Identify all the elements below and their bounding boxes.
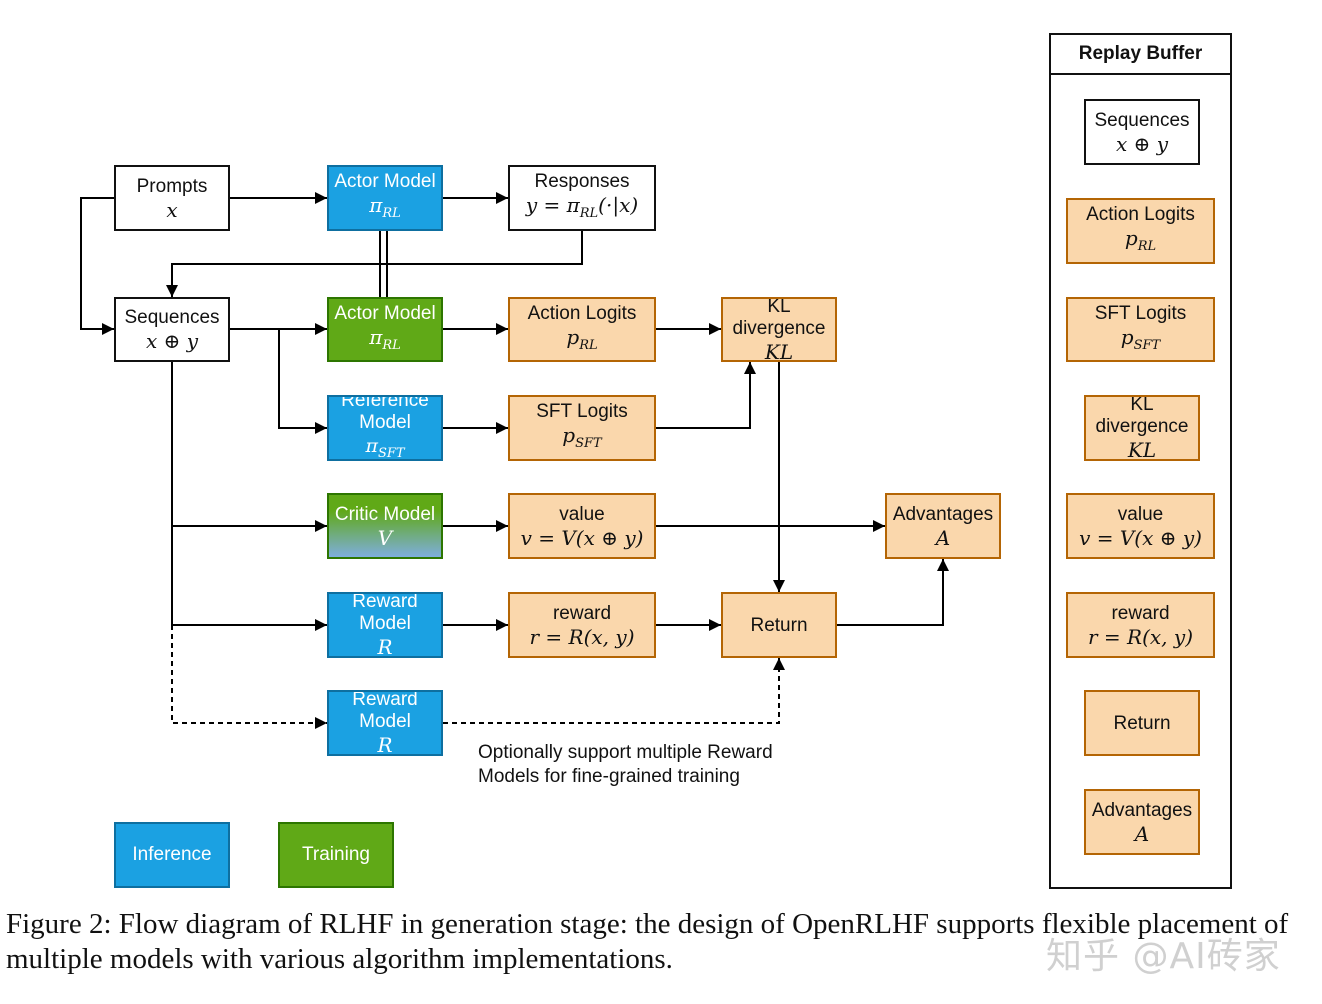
value-node: value v = V(x ⊕ y) xyxy=(508,493,656,559)
rb-action-logits: Action Logits pRL xyxy=(1066,198,1215,264)
reference-model-node: Reference Model πSFT xyxy=(327,395,443,461)
advantages-label: Advantages xyxy=(892,503,994,525)
rb-kl-label-line1: KL xyxy=(1130,395,1154,415)
reward-model-label-line2: Model xyxy=(359,613,411,634)
reward-model-2-label-line2: Model xyxy=(359,711,411,732)
rb-reward-math: r = R(x, y) xyxy=(1088,624,1193,649)
arrow-prompts-to-sequences xyxy=(80,197,114,335)
sft-logits-math: pSFT xyxy=(562,423,602,451)
rb-sft-logits-math: pSFT xyxy=(1120,324,1161,353)
optional-reward-models-note: Optionally support multiple Reward Model… xyxy=(478,741,773,789)
rb-action-logits-math: pRL xyxy=(1124,226,1157,254)
figure-caption: Figure 2: Flow diagram of RLHF in genera… xyxy=(6,908,1289,975)
reference-label-line1: Reference xyxy=(341,395,429,412)
legend-inference: Inference xyxy=(114,822,230,888)
kl-math: KL xyxy=(764,339,794,362)
rb-sft-logits: SFT Logits pSFT xyxy=(1066,297,1215,362)
rb-kl-label-line2: divergence xyxy=(1095,416,1189,437)
rb-sequences: Sequences x ⊕ y xyxy=(1084,99,1200,165)
advantages-node: Advantages A xyxy=(885,493,1001,559)
reward-model-2-math: R xyxy=(377,733,393,756)
reward-model-math: R xyxy=(377,635,393,658)
actor-model-training-math: πRL xyxy=(369,324,401,353)
reference-math: πSFT xyxy=(365,435,405,461)
prompts-node: Prompts x xyxy=(114,165,230,231)
rb-value-label: value xyxy=(1117,503,1164,525)
rb-kl-math: KL xyxy=(1127,438,1157,461)
sft-logits-label: SFT Logits xyxy=(536,401,628,422)
critic-model-math: V xyxy=(377,525,393,550)
reward-node: reward r = R(x, y) xyxy=(508,592,656,658)
note-line2: Models for fine-grained training xyxy=(478,766,740,787)
kl-label-line2: divergence xyxy=(732,317,826,339)
responses-label: Responses xyxy=(534,171,630,192)
return-node: Return xyxy=(721,592,837,658)
rb-action-logits-label: Action Logits xyxy=(1086,204,1195,225)
replay-buffer-title: Replay Buffer xyxy=(1051,35,1230,75)
sequences-label: Sequences xyxy=(124,307,220,328)
reward-model-2-label-line1: Reward xyxy=(352,690,418,710)
reward-model-2-node: Reward Model R xyxy=(327,690,443,756)
arrow-sequences-to-reference xyxy=(278,329,327,434)
rb-reward-label: reward xyxy=(1111,602,1170,624)
arrow-sequences-to-reward-model xyxy=(171,526,327,631)
reward-model-label-line1: Reward xyxy=(352,592,418,612)
prompts-math: x xyxy=(166,197,178,222)
actor-model-inference-math: πRL xyxy=(369,193,401,221)
sequences-node: Sequences x ⊕ y xyxy=(114,297,230,362)
actor-model-inference-label: Actor Model xyxy=(334,171,436,192)
rb-return-label: Return xyxy=(1113,712,1171,734)
rb-value: value v = V(x ⊕ y) xyxy=(1066,493,1215,559)
action-logits-node: Action Logits pRL xyxy=(508,297,656,362)
reference-label-line2: Model xyxy=(359,412,411,434)
value-math: v = V(x ⊕ y) xyxy=(520,525,644,550)
responses-node: Responses y = πRL(·|x) xyxy=(508,165,656,231)
note-line1: Optionally support multiple Reward xyxy=(478,742,773,763)
rb-sft-logits-label: SFT Logits xyxy=(1094,302,1187,324)
rb-advantages: Advantages A xyxy=(1084,789,1200,855)
reward-model-node: Reward Model R xyxy=(327,592,443,658)
sft-logits-node: SFT Logits pSFT xyxy=(508,395,656,461)
arrow-sft-logits-to-kl xyxy=(656,362,756,429)
arrow-sequences-to-reward-model-2 xyxy=(171,625,327,729)
rb-sequences-label: Sequences xyxy=(1094,109,1190,131)
rb-advantages-math: A xyxy=(1134,821,1150,846)
rb-kl-divergence: KL divergence KL xyxy=(1084,395,1200,461)
actor-model-training-node: Actor Model πRL xyxy=(327,297,443,362)
rb-return: Return xyxy=(1084,690,1200,756)
value-label: value xyxy=(559,503,605,525)
watermark: 知乎 @AI砖家 xyxy=(1046,936,1281,977)
arrow-sequences-to-critic xyxy=(171,362,327,532)
actor-model-inference-node: Actor Model πRL xyxy=(327,165,443,231)
rb-advantages-label: Advantages xyxy=(1091,799,1193,821)
action-logits-label: Action Logits xyxy=(527,302,637,324)
legend-training-label: Training xyxy=(302,844,370,865)
critic-model-node: Critic Model V xyxy=(327,493,443,559)
responses-math: y = πRL(·|x) xyxy=(525,193,639,221)
sequences-math: x ⊕ y xyxy=(145,329,199,353)
rb-sequences-math: x ⊕ y xyxy=(1115,131,1169,156)
return-label: Return xyxy=(750,614,808,636)
action-logits-math: pRL xyxy=(566,324,598,353)
legend-inference-label: Inference xyxy=(132,844,212,865)
kl-divergence-node: KL divergence KL xyxy=(721,297,837,362)
critic-model-label: Critic Model xyxy=(334,503,436,525)
reward-label: reward xyxy=(552,602,612,624)
arrow-reward-model-2-to-return xyxy=(443,658,785,724)
arrow-responses-to-sequences xyxy=(166,231,583,297)
prompts-label: Prompts xyxy=(136,175,208,197)
arrow-return-to-advantages xyxy=(837,559,949,626)
rb-value-math: v = V(x ⊕ y) xyxy=(1079,525,1202,550)
reward-math: r = R(x, y) xyxy=(529,624,635,649)
kl-label-line1: KL xyxy=(767,297,791,317)
advantages-math: A xyxy=(935,525,951,550)
rb-reward: reward r = R(x, y) xyxy=(1066,592,1215,658)
actor-model-training-label: Actor Model xyxy=(334,302,436,324)
legend-training: Training xyxy=(278,822,394,888)
